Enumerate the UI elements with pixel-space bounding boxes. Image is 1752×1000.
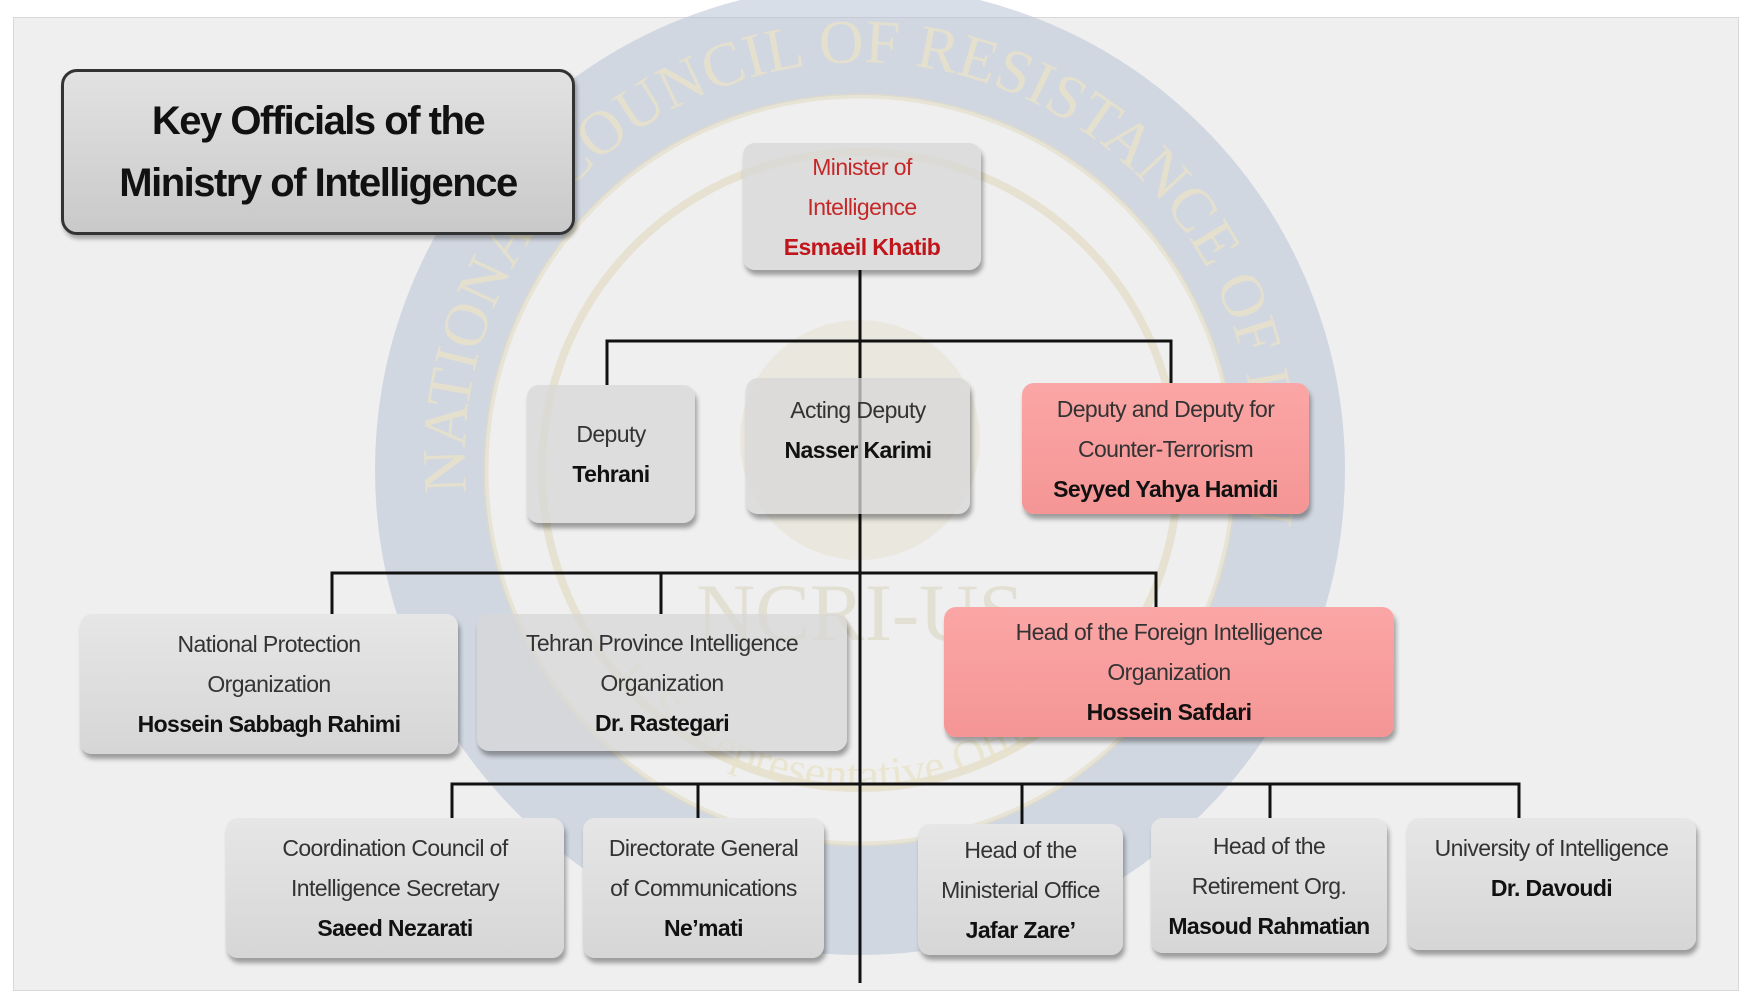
deputy-title: Acting Deputy [790,397,926,423]
office-head-name: Dr. Davoudi [1490,875,1613,901]
university-of-intelligence-box: University of Intelligence Dr. Davoudi [1407,818,1696,950]
org-title: Head of the Foreign Intelligence [1015,619,1323,645]
office-head-name: Jafar Zare’ [965,916,1076,943]
minister-name: Esmaeil Khatib [783,233,941,260]
deputy-name: Seyyed Yahya Hamidi [1053,475,1278,502]
org-head-name: Hossein Safdari [1086,699,1252,725]
deputies-connector [605,339,1173,385]
minister-box: Minister of Intelligence Esmaeil Khatib [743,143,981,270]
org-title-2: Organization [600,669,724,696]
org-head-name: Dr. Rastegari [594,709,730,736]
organizations-connector [330,571,1158,614]
org-title-2: Organization [207,671,331,697]
org-title: Tehran Province Intelligence [525,629,799,656]
office-title-2: Intelligence Secretary [291,875,500,901]
tehran-province-box: Tehran Province Intelligence Organizatio… [477,614,847,751]
deputy-name: Nasser Karimi [784,437,933,463]
offices-connector [450,782,1521,818]
deputy-tehrani-box: Deputy Tehrani [527,385,695,523]
title-line-2: Ministry of Intelligence [119,161,518,205]
org-head-name: Hossein Sabbagh Rahimi [137,711,401,737]
office-title: University of Intelligence [1434,835,1669,861]
office-title: Head of the [964,836,1077,863]
national-protection-box: National Protection Organization Hossein… [80,614,458,754]
title-line-1: Key Officials of the [151,99,486,143]
office-title: Directorate General [608,835,799,861]
office-head-name: Masoud Rahmatian [1168,912,1370,939]
office-title: Coordination Council of [282,835,508,861]
acting-deputy-box: Acting Deputy Nasser Karimi [746,378,970,514]
office-title-2: Ministerial Office [941,876,1100,903]
chart-title: Key Officials of the Ministry of Intelli… [61,69,575,235]
office-title: Head of the [1212,832,1326,859]
deputy-title: Deputy [576,421,646,447]
deputy-title: Deputy and Deputy for [1056,395,1275,422]
minister-title-2: Intelligence [807,193,917,220]
retirement-org-box: Head of the Retirement Org. Masoud Rahma… [1151,818,1387,953]
office-head-name: Saeed Nezarati [317,915,473,941]
communications-directorate-box: Directorate General of Communications Ne… [583,818,824,958]
deputy-title-2: Counter-Terrorism [1077,435,1254,462]
office-title-2: of Communications [610,875,797,901]
org-title-2: Organization [1107,659,1231,685]
office-title-2: Retirement Org. [1191,872,1347,899]
minister-title: Minister of [812,153,912,180]
counter-terrorism-deputy-box: Deputy and Deputy for Counter-Terrorism … [1022,383,1309,514]
coordination-council-box: Coordination Council of Intelligence Sec… [226,818,564,958]
office-head-name: Ne’mati [664,915,743,941]
org-title: National Protection [177,631,362,657]
foreign-intelligence-box: Head of the Foreign Intelligence Organiz… [944,607,1394,737]
deputy-name: Tehrani [572,461,650,487]
ministerial-office-box: Head of the Ministerial Office Jafar Zar… [918,824,1123,955]
